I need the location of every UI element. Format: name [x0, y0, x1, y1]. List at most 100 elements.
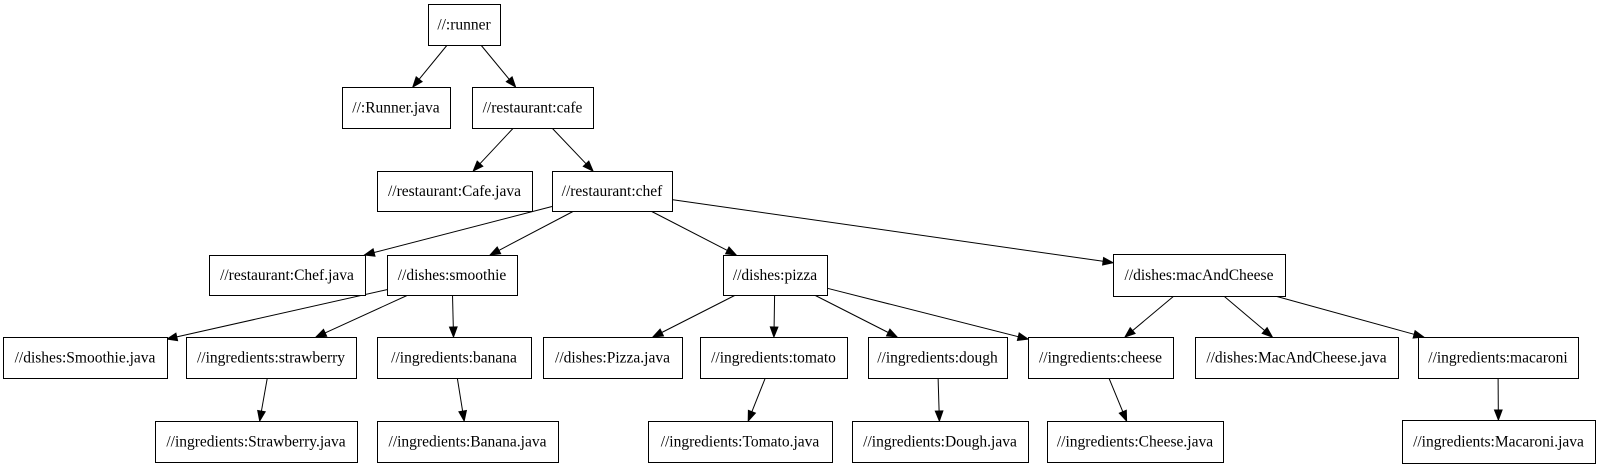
edge-chef-to-macandcheese	[671, 199, 1115, 266]
arrowhead-icon	[934, 410, 944, 423]
node-label: //ingredients:strawberry	[197, 350, 345, 367]
edge-line	[937, 377, 940, 412]
node-box	[209, 255, 366, 296]
node-label: //:Runner.java	[352, 100, 440, 117]
node-label: //dishes:MacAndCheese.java	[1206, 350, 1386, 367]
edge-line	[373, 206, 553, 253]
node-box	[155, 421, 358, 463]
arrowhead-icon	[1493, 409, 1503, 422]
edge-line	[661, 294, 736, 333]
node-label: //ingredients:cheese	[1039, 350, 1162, 367]
edge-chef-to-chef_java	[363, 206, 553, 257]
node-box	[186, 337, 357, 379]
node-box	[377, 421, 559, 463]
node-box	[1402, 420, 1596, 464]
edge-pizza-to-tomato	[769, 294, 779, 339]
edge-chef-to-pizza	[650, 210, 738, 256]
node-banana_java: //ingredients:Banana.java	[377, 421, 559, 463]
node-pizza: //dishes:pizza	[723, 255, 828, 296]
node-dough: //ingredients:dough	[868, 337, 1008, 379]
arrowhead-icon	[1123, 326, 1136, 338]
node-macaroni_java: //ingredients:Macaroni.java	[1402, 420, 1596, 464]
node-box	[700, 337, 848, 379]
node-strawberry: //ingredients:strawberry	[186, 337, 357, 379]
edge-pizza-to-dough	[814, 294, 899, 338]
edge-line	[1132, 295, 1175, 331]
node-cheese_java: //ingredients:Cheese.java	[1047, 421, 1224, 463]
node-box	[342, 87, 451, 129]
edge-line	[1223, 295, 1265, 331]
node-box	[723, 255, 828, 296]
edge-smoothie-to-banana	[448, 294, 458, 339]
edge-macandcheese-to-macaroni	[1274, 295, 1426, 339]
node-label: //restaurant:cafe	[483, 100, 583, 117]
edge-macandcheese-to-cheese	[1123, 295, 1175, 338]
node-box	[1113, 254, 1286, 297]
arrowhead-icon	[747, 409, 757, 423]
node-box	[377, 171, 533, 212]
node-label: //ingredients:Strawberry.java	[166, 434, 345, 451]
arrowhead-icon	[363, 247, 376, 257]
edge-line	[479, 127, 514, 165]
edge-line	[814, 294, 889, 333]
node-smoothie: //dishes:smoothie	[387, 255, 518, 296]
node-label: //ingredients:Banana.java	[389, 434, 547, 451]
edge-smoothie-to-strawberry	[314, 294, 409, 338]
node-cafe_java: //restaurant:Cafe.java	[377, 171, 533, 212]
node-chef: //restaurant:chef	[552, 171, 673, 212]
node-label: //dishes:Pizza.java	[555, 350, 670, 367]
node-box	[1195, 337, 1399, 379]
node-pizza_java: //dishes:Pizza.java	[543, 337, 683, 379]
edge-pizza-to-cheese	[826, 287, 1030, 341]
node-label: //ingredients:Tomato.java	[661, 434, 820, 451]
node-smoothie_java: //dishes:Smoothie.java	[3, 337, 168, 379]
node-runner: //:runner	[428, 4, 501, 46]
arrowhead-icon	[724, 246, 738, 256]
arrowhead-icon	[505, 76, 517, 89]
node-tomato_java: //ingredients:Tomato.java	[648, 421, 833, 463]
node-box	[1047, 421, 1224, 463]
edge-line	[1274, 295, 1415, 335]
edge-strawberry-to-strawberry_java	[257, 377, 268, 423]
edge-runner-to-runner_java	[411, 44, 448, 89]
edge-cheese-to-cheese_java	[1108, 377, 1128, 423]
arrowhead-icon	[651, 328, 665, 338]
node-label: //ingredients:macaroni	[1428, 350, 1568, 367]
node-label: //ingredients:tomato	[711, 350, 836, 367]
node-macaroni: //ingredients:macaroni	[1418, 337, 1579, 379]
arrowhead-icon	[165, 332, 179, 342]
edge-line	[650, 210, 728, 251]
node-box	[648, 421, 833, 463]
node-label: //ingredients:Dough.java	[863, 434, 1017, 451]
arrowhead-icon	[257, 409, 267, 423]
edge-line	[751, 377, 766, 412]
node-label: //ingredients:Cheese.java	[1057, 434, 1213, 451]
edge-macaroni-to-macaroni_java	[1493, 377, 1503, 422]
edge-line	[480, 44, 510, 80]
node-label: //dishes:smoothie	[398, 267, 507, 284]
arrowhead-icon	[472, 160, 484, 173]
edge-line	[498, 210, 575, 251]
node-label: //dishes:macAndCheese	[1125, 267, 1274, 284]
node-dough_java: //ingredients:Dough.java	[852, 421, 1029, 463]
edge-pizza-to-pizza_java	[651, 294, 736, 338]
node-label: //ingredients:dough	[877, 350, 998, 367]
node-label: //ingredients:Macaroni.java	[1413, 434, 1584, 451]
edge-cafe-to-chef	[551, 127, 594, 173]
edge-line	[260, 377, 268, 412]
edge-line	[324, 294, 409, 334]
arrowhead-icon	[1102, 256, 1115, 266]
node-label: //dishes:Smoothie.java	[15, 350, 156, 367]
arrowhead-icon	[448, 326, 458, 339]
node-strawberry_java: //ingredients:Strawberry.java	[155, 421, 358, 463]
node-box	[543, 337, 683, 379]
edge-line	[418, 44, 448, 80]
node-box	[868, 337, 1008, 379]
node-label: //:runner	[437, 17, 491, 34]
node-macandcheese: //dishes:macAndCheese	[1113, 254, 1286, 297]
edge-line	[1108, 377, 1124, 412]
node-tomato: //ingredients:tomato	[700, 337, 848, 379]
node-label: //dishes:pizza	[733, 267, 817, 284]
